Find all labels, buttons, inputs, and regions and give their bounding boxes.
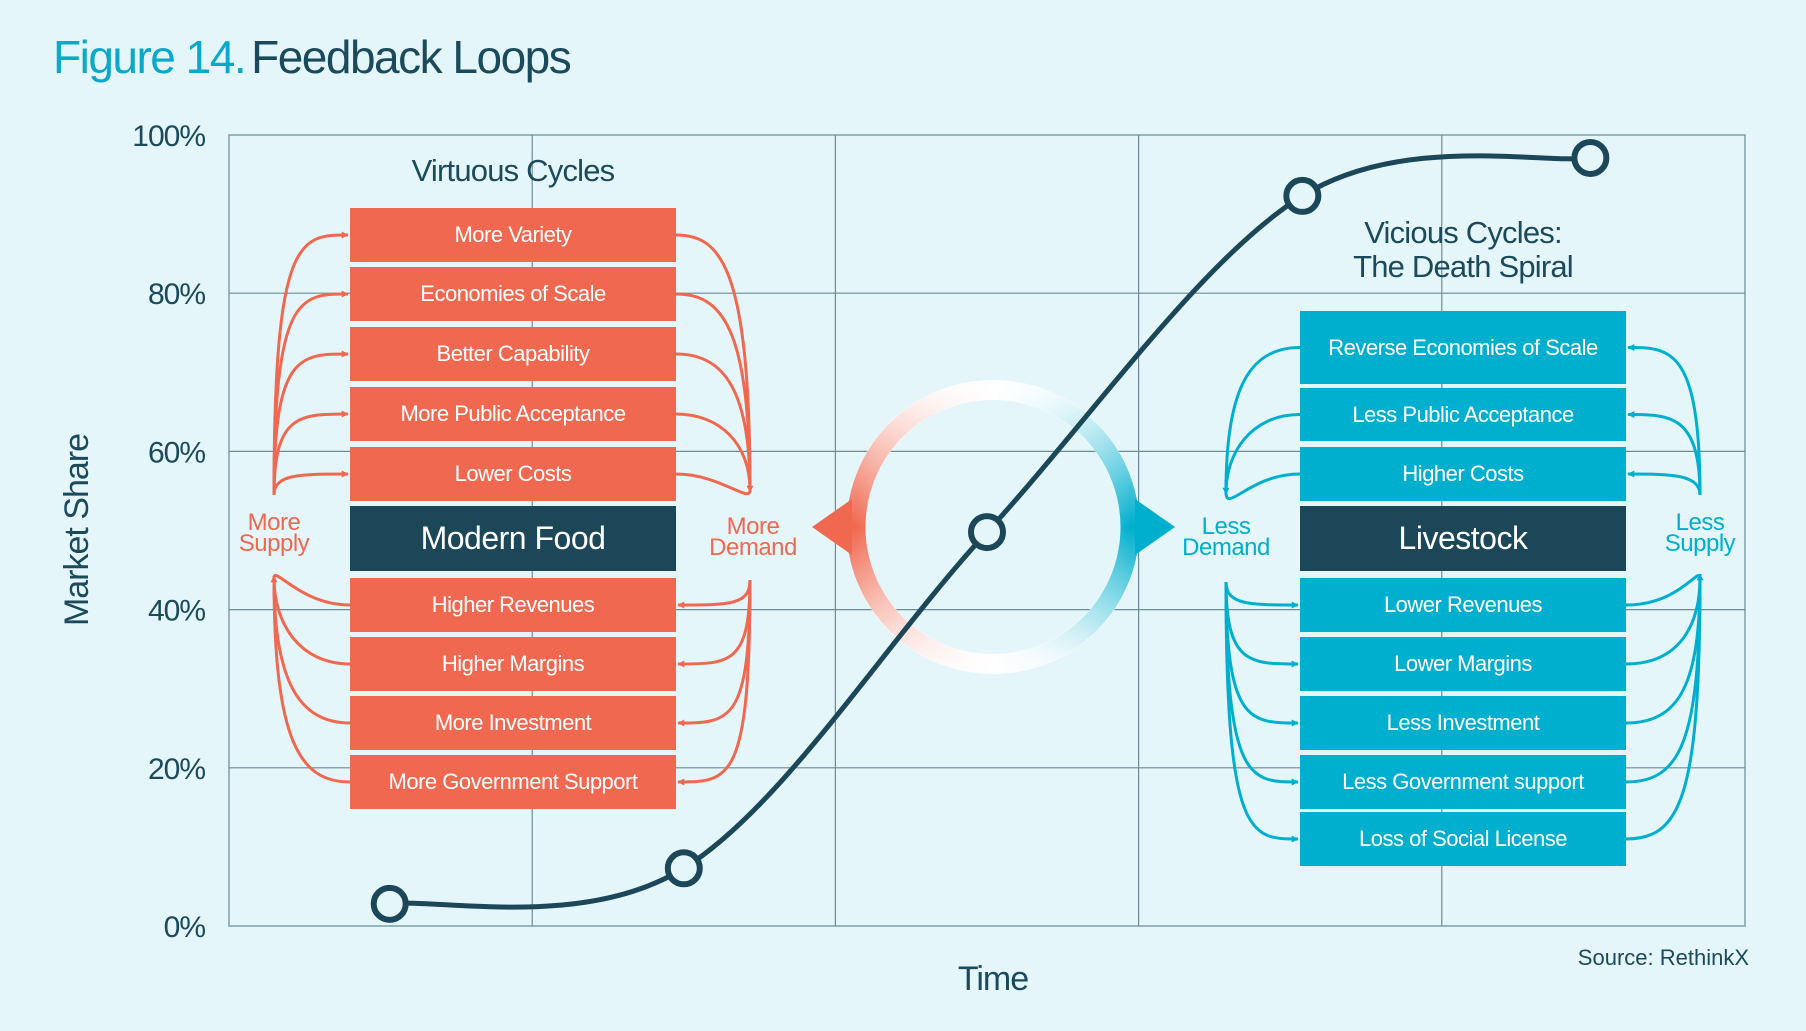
demand-out-arrow: [677, 579, 752, 727]
more-supply-line2: Supply: [238, 530, 310, 557]
curve-point: [1571, 138, 1610, 177]
vicious-heading-line2: The Death Spiral: [1353, 249, 1574, 284]
more-demand-line2: Demand: [709, 534, 797, 561]
demand-out-arrow: [677, 579, 752, 609]
cycle-box: Higher Margins: [350, 637, 676, 691]
more-supply-line1: More: [247, 509, 301, 536]
less-supply-in-curve: [1625, 574, 1702, 607]
y-tick-label: 40%: [148, 595, 205, 628]
feedback-arrows: [270, 231, 1704, 843]
plot-frame: [228, 134, 1746, 927]
less-demand-curve: [1224, 472, 1301, 500]
less-supply-arrow: [1627, 344, 1702, 496]
less-supply-label: Less Supply: [1652, 509, 1748, 557]
y-tick-label: 60%: [148, 436, 205, 469]
curve-point: [664, 849, 703, 888]
supply-in-curve: [272, 577, 351, 784]
demand-out-arrow: [677, 579, 752, 786]
cycle-box: More Investment: [350, 696, 676, 750]
virtuous-cycles-heading: Virtuous Cycles: [411, 153, 616, 188]
supply-arrow: [272, 470, 349, 496]
less-supply-in-curve: [1625, 577, 1702, 725]
more-supply-label: More Supply: [226, 509, 322, 557]
less-demand-line1: Less: [1201, 513, 1251, 540]
y-tick-label: 0%: [164, 911, 206, 944]
ring-arrow-right-icon: [1135, 499, 1175, 555]
cycle-box: Economies of Scale: [350, 267, 676, 321]
demand-curve: [675, 352, 752, 491]
less-demand-line2: Demand: [1182, 534, 1270, 561]
cycle-ring-fade: [846, 380, 1140, 674]
cycle-box: Higher Costs: [1300, 447, 1626, 501]
y-axis-label: Market Share: [58, 434, 96, 626]
supply-arrow: [272, 410, 349, 496]
less-supply-in-curve: [1625, 577, 1702, 666]
less-supply-arrow: [1627, 470, 1702, 496]
less-supply-arrow: [1627, 411, 1702, 496]
vicious-cycles-heading: Vicious Cycles: The Death Spiral: [1300, 216, 1626, 284]
cycle-box: More Variety: [350, 208, 676, 262]
less-demand-out-arrow: [1224, 581, 1299, 609]
cycle-box: Loss of Social License: [1300, 812, 1626, 866]
cycle-box: Higher Revenues: [350, 578, 676, 632]
less-demand-out-arrow: [1224, 581, 1299, 786]
figure-title: Figure 14.Feedback Loops: [53, 30, 572, 84]
cycle-box: Less Investment: [1300, 696, 1626, 750]
supply-arrow: [272, 290, 349, 496]
curve-point: [1283, 176, 1322, 215]
cycle-box: More Government Support: [350, 755, 676, 809]
cycle-box: Less Public Acceptance: [1300, 388, 1626, 441]
supply-in-curve: [272, 577, 351, 666]
supply-arrow: [272, 350, 349, 496]
figure-name: Feedback Loops: [251, 31, 572, 83]
center-box: Livestock: [1300, 506, 1626, 571]
cycle-box: Lower Costs: [350, 447, 676, 501]
less-demand-curve: [1224, 413, 1301, 493]
less-demand-label: Less Demand: [1173, 513, 1279, 561]
cycle-box: Less Government support: [1300, 755, 1626, 809]
figure-number: Figure 14.: [53, 31, 247, 83]
cycle-ring: [812, 380, 1175, 674]
less-supply-line2: Supply: [1664, 530, 1736, 557]
y-tick-label: 100%: [132, 120, 205, 153]
demand-curve: [675, 292, 752, 491]
cycle-box: Better Capability: [350, 327, 676, 381]
vicious-heading-line1: Vicious Cycles:: [1364, 215, 1562, 250]
curve-point: [370, 884, 409, 923]
y-tick-label: 20%: [148, 753, 205, 786]
demand-out-arrow: [677, 579, 752, 668]
s-curve: [370, 138, 1610, 923]
less-supply-line1: Less: [1675, 509, 1725, 536]
supply-arrow: [272, 231, 349, 496]
less-demand-out-arrow: [1224, 581, 1299, 843]
cycle-box: Lower Margins: [1300, 637, 1626, 691]
demand-curve: [675, 412, 752, 491]
cycle-box: Lower Revenues: [1300, 578, 1626, 632]
source-note: Source: RethinkX: [1577, 945, 1749, 970]
demand-curve: [675, 472, 752, 496]
less-demand-out-arrow: [1224, 581, 1299, 668]
less-demand-curve: [1224, 346, 1301, 493]
cycle-box: More Public Acceptance: [350, 387, 676, 441]
cycle-box: Reverse Economies of Scale: [1300, 311, 1626, 384]
y-tick-label: 80%: [148, 278, 205, 311]
supply-in-curve: [272, 577, 351, 725]
more-demand-line1: More: [726, 513, 780, 540]
less-supply-in-curve: [1625, 577, 1702, 841]
curve-point: [968, 513, 1006, 552]
y-axis-ticks: 0% 20% 40% 60% 80% 100%: [132, 120, 206, 944]
more-demand-label: More Demand: [700, 513, 806, 561]
x-axis-label: Time: [958, 960, 1028, 998]
ring-arrow-left-icon: [812, 499, 852, 555]
supply-in-curve: [272, 574, 351, 607]
center-box: Modern Food: [350, 506, 676, 571]
